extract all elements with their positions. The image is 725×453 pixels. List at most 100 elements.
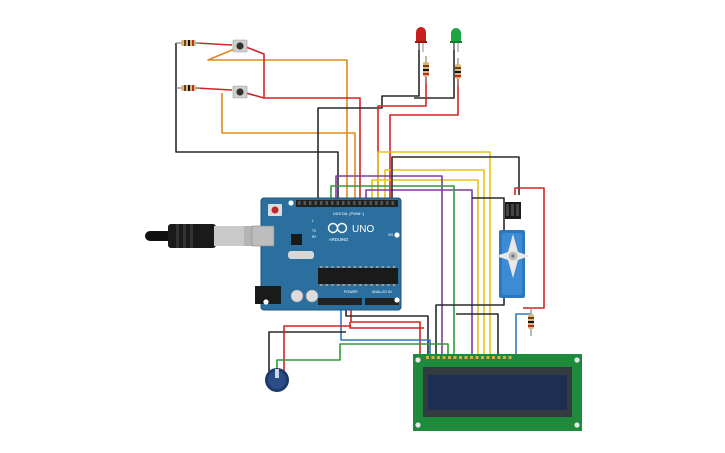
wire-red-servo bbox=[514, 187, 545, 309]
chip-pin bbox=[331, 284, 334, 286]
header-pin bbox=[298, 201, 301, 205]
digital-label: DIGITAL (PWM~) bbox=[333, 211, 365, 216]
header-pin bbox=[386, 201, 389, 205]
resistor-servo bbox=[528, 308, 534, 336]
lcd-16x2[interactable] bbox=[413, 354, 582, 431]
lcd-pin bbox=[492, 356, 495, 359]
chip-pin bbox=[376, 266, 379, 268]
atmega-chip bbox=[318, 268, 398, 284]
chip-pin bbox=[320, 266, 323, 268]
chip-pin bbox=[364, 266, 368, 268]
header-pin bbox=[342, 201, 345, 205]
chip-pin bbox=[381, 284, 385, 286]
header-pin bbox=[369, 201, 372, 205]
usb-jack bbox=[251, 225, 275, 247]
analog-label: ANALOG IN bbox=[372, 290, 392, 294]
header-pin bbox=[358, 201, 361, 205]
chip-pin bbox=[325, 284, 329, 286]
resistor-led-green bbox=[455, 58, 461, 86]
chip-pin bbox=[331, 266, 334, 268]
model-text: UNO bbox=[352, 224, 374, 235]
chip-pin bbox=[359, 284, 362, 286]
rx-label: RX bbox=[312, 235, 317, 239]
chip-pin bbox=[325, 266, 329, 268]
lcd-pin bbox=[426, 356, 429, 359]
header-pin bbox=[325, 201, 328, 205]
lcd-pin bbox=[481, 356, 484, 359]
chip-pin bbox=[392, 284, 396, 286]
resistor-button-2 bbox=[176, 85, 200, 91]
header-pin bbox=[336, 201, 339, 205]
lcd-pin bbox=[459, 356, 462, 359]
header-pin bbox=[353, 201, 356, 205]
chip-pin bbox=[370, 284, 373, 286]
header-pin bbox=[303, 201, 306, 205]
header-pin bbox=[391, 201, 394, 205]
wire-red-lcd bbox=[349, 322, 424, 329]
wire-black-lcd-2 bbox=[456, 313, 499, 358]
header-pin bbox=[314, 201, 317, 205]
header-pin bbox=[380, 201, 383, 205]
wire-black-servo bbox=[391, 156, 520, 200]
l-label: L bbox=[312, 219, 314, 223]
lcd-pin bbox=[448, 356, 451, 359]
lcd-pin bbox=[497, 356, 501, 359]
wire-red-resistor-1 bbox=[195, 42, 233, 46]
arduino-logo: ARDUINO UNO bbox=[327, 222, 374, 242]
wire-red-pot bbox=[283, 325, 351, 372]
pushbutton-1[interactable] bbox=[232, 39, 248, 53]
power-label: POWER bbox=[344, 290, 358, 294]
lcd-pin bbox=[503, 356, 506, 359]
wire-blue-power bbox=[340, 304, 431, 358]
chip-pin bbox=[320, 284, 323, 286]
arduino-uno-board[interactable]: ARDUINO UNO DIGITAL (PWM~) POWER ANALOG … bbox=[251, 197, 402, 311]
lcd-pin bbox=[486, 356, 490, 359]
pushbutton-2[interactable] bbox=[232, 85, 248, 99]
on-label: ON bbox=[388, 233, 393, 237]
tx-label: TX bbox=[312, 229, 317, 233]
chip-pin bbox=[342, 284, 345, 286]
chip-pin bbox=[348, 266, 351, 268]
lcd-screen bbox=[428, 375, 567, 410]
servo-motor[interactable] bbox=[496, 202, 530, 298]
chip-pin bbox=[370, 266, 373, 268]
wire-black-led bbox=[317, 40, 420, 198]
led-green[interactable] bbox=[450, 28, 462, 52]
lcd-pin bbox=[453, 356, 457, 359]
chip-pin bbox=[392, 266, 396, 268]
lcd-pin bbox=[437, 356, 440, 359]
potentiometer[interactable] bbox=[265, 368, 289, 392]
chip-pin bbox=[353, 284, 357, 286]
chip-pin bbox=[359, 266, 362, 268]
wire-yellow-2 bbox=[384, 169, 485, 358]
capacitor bbox=[305, 289, 319, 303]
header-pin bbox=[331, 201, 334, 205]
analog-header bbox=[365, 298, 399, 305]
wire-red-button-2 bbox=[245, 92, 265, 99]
wire-black-lcd bbox=[435, 197, 505, 358]
chip-pin bbox=[336, 266, 340, 268]
lcd-pin bbox=[431, 356, 435, 359]
wire-black-pot bbox=[268, 331, 346, 372]
wire-green-pot bbox=[276, 343, 449, 372]
header-pin bbox=[320, 201, 323, 205]
lcd-pin bbox=[464, 356, 468, 359]
header-pin bbox=[347, 201, 350, 205]
power-jack bbox=[255, 286, 281, 304]
chip-pin bbox=[342, 266, 345, 268]
brand-text: ARDUINO bbox=[329, 237, 349, 242]
wire-purple-1 bbox=[335, 175, 443, 358]
wire-red-led-2 bbox=[389, 78, 459, 200]
wires bbox=[175, 40, 545, 372]
chip-pin bbox=[381, 266, 385, 268]
wire-black-led-2 bbox=[414, 42, 455, 99]
wire-red-power bbox=[350, 304, 421, 358]
chip-pin bbox=[364, 284, 368, 286]
chip-pin bbox=[387, 266, 390, 268]
chip-pin bbox=[387, 284, 390, 286]
wire-blue-servo bbox=[515, 313, 531, 358]
resistor-button-1 bbox=[176, 40, 200, 46]
wire-black-ground bbox=[175, 43, 339, 200]
led-red[interactable] bbox=[415, 27, 427, 52]
